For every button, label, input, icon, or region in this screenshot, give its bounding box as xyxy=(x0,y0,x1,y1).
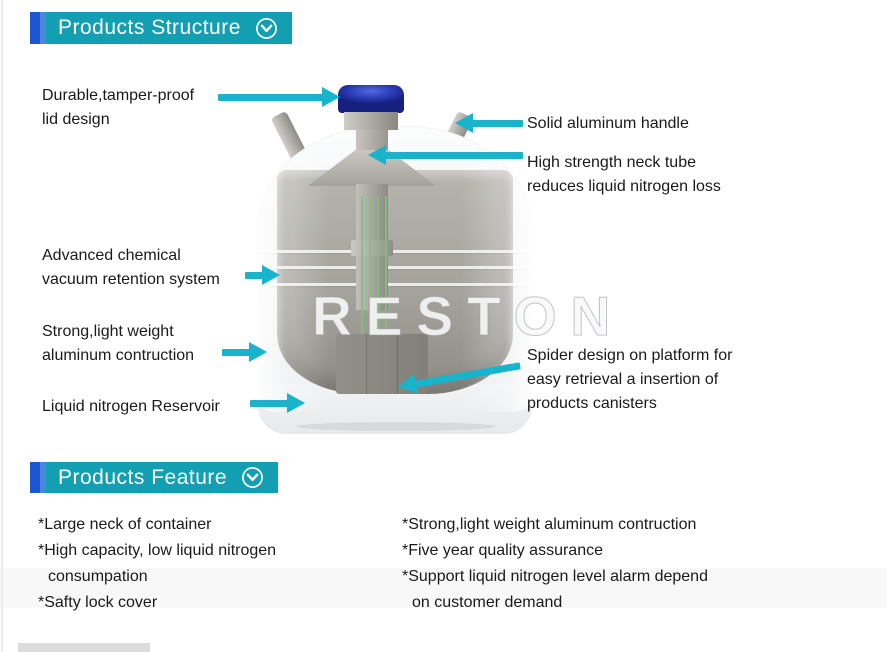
arrow-to-lid-head xyxy=(322,87,340,107)
callout-lid-design: Durable,tamper-proof lid design xyxy=(42,87,195,128)
tank-base-shadow xyxy=(296,422,496,431)
arrow-to-reservoir-head xyxy=(287,393,305,413)
structure-section-title: Products Structure xyxy=(58,16,241,39)
header-accent-bar xyxy=(30,12,40,44)
callout-handle: Solid aluminum handle xyxy=(527,115,689,132)
chevron-down-circle-icon[interactable] xyxy=(241,466,264,489)
arrow-to-handle xyxy=(471,120,523,127)
feature-item: *Safty lock cover xyxy=(38,594,158,611)
header-accent-bar xyxy=(30,462,40,493)
callout-neck-tube: High strength neck tube reduces liquid n… xyxy=(527,154,721,195)
feature-section-header[interactable]: Products Feature xyxy=(30,462,279,493)
callout-aluminum-construction: Strong,light weight aluminum contruction xyxy=(42,323,195,364)
feature-section-title: Products Feature xyxy=(58,465,228,489)
bottom-faint-band xyxy=(0,568,887,608)
feature-item-continuation: consumpation xyxy=(48,568,148,585)
callout-reservoir: Liquid nitrogen Reservoir xyxy=(42,398,220,415)
tank-ring xyxy=(259,266,531,269)
feature-item: *High capacity, low liquid nitrogen xyxy=(38,542,277,559)
arrow-to-aluminum-head xyxy=(249,342,267,362)
callout-vacuum-system: Advanced chemical vacuum retention syste… xyxy=(42,247,220,288)
feature-item-continuation: on customer demand xyxy=(412,594,563,611)
feature-list-right: *Strong,light weight aluminum contructio… xyxy=(402,512,708,616)
structure-section-header[interactable]: Products Structure xyxy=(30,12,292,44)
tank-lid-collar xyxy=(344,112,398,130)
page-edge-line xyxy=(1,0,3,652)
header-accent-bar-light xyxy=(40,12,46,44)
header-accent-bar-light xyxy=(40,462,46,493)
tank-ring xyxy=(259,250,531,253)
feature-item: *Support liquid nitrogen level alarm dep… xyxy=(402,568,708,585)
arrow-to-neck xyxy=(384,152,523,159)
arrow-to-vacuum xyxy=(245,272,263,279)
arrow-to-lid xyxy=(218,94,324,101)
arrow-to-vacuum-head xyxy=(262,265,280,285)
feature-item: *Strong,light weight aluminum contructio… xyxy=(402,516,697,533)
callout-spider-platform: Spider design on platform for easy retri… xyxy=(527,347,733,412)
feature-list-left: *Large neck of container *High capacity,… xyxy=(38,512,276,616)
chevron-down-circle-icon[interactable] xyxy=(255,17,278,40)
feature-item: *Large neck of container xyxy=(38,516,212,533)
feature-item: *Five year quality assurance xyxy=(402,542,603,559)
partial-element-bottom-left xyxy=(18,643,150,652)
tank-blue-lid xyxy=(338,85,404,113)
brand-watermark: RESTON xyxy=(311,285,625,348)
arrow-to-reservoir xyxy=(250,400,288,407)
arrow-to-aluminum xyxy=(222,349,250,356)
